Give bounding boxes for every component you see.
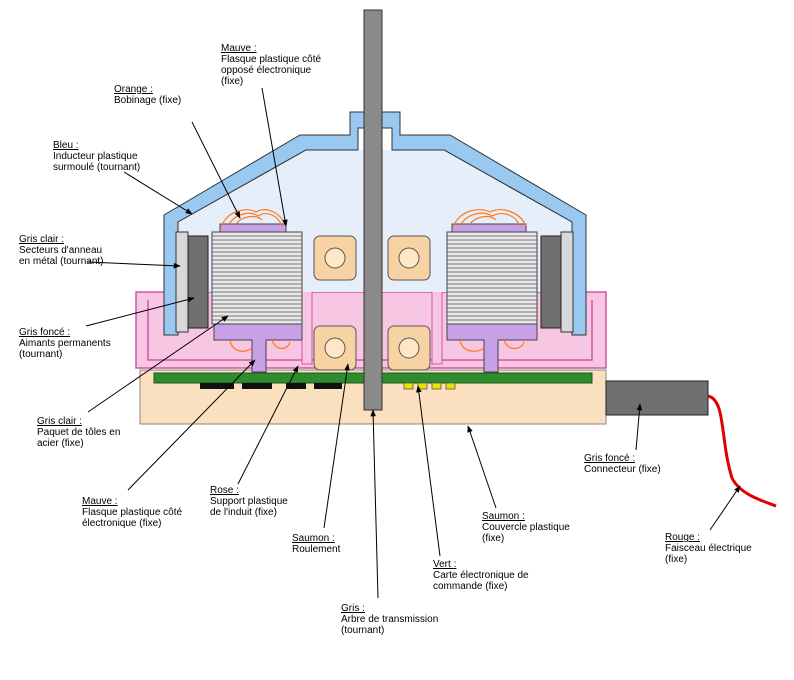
leader-orange — [191, 121, 241, 219]
light-gray-ring-left — [175, 231, 189, 333]
label-mauve-top: Mauve :Flasque plastique côté opposé éle… — [221, 43, 322, 87]
lamination-stack-left — [211, 231, 303, 325]
label-mauve-bottom: Mauve :Flasque plastique côté électroniq… — [82, 496, 183, 529]
leader-gris-fonce-conn — [635, 403, 643, 451]
label-rose: Rose :Support plastique de l'induit (fix… — [210, 485, 288, 518]
light-gray-ring-right — [560, 231, 574, 333]
orange-winding-bottom-right — [459, 339, 525, 352]
leader-rose — [237, 365, 299, 485]
label-gris-fonce-left: Gris foncé :Aimants permanents (tournant… — [19, 327, 111, 360]
mauve-flange-top-left — [219, 223, 287, 233]
leader-lines — [85, 87, 741, 599]
pcb-black-components — [200, 383, 342, 389]
leader-gris-arbre — [370, 409, 379, 599]
mauve-flange-bottom-right — [446, 323, 538, 373]
label-vert: Vert :Carte électronique de commande (fi… — [433, 559, 529, 592]
dark-gray-magnet-left — [187, 235, 209, 329]
label-saumon-roulement: Saumon :Roulement — [292, 533, 341, 555]
leader-gris-clair-top — [87, 261, 181, 269]
leader-bleu — [123, 171, 193, 215]
leader-saumon-roulement — [323, 363, 350, 529]
bearing-top-left — [313, 235, 357, 281]
label-saumon-couvercle: Saumon :Couvercle plastique (fixe) — [482, 511, 570, 544]
dark-gray-magnet-right — [540, 235, 562, 329]
leader-gris-clair-bottom — [87, 315, 229, 413]
label-gris-fonce-conn: Gris foncé :Connecteur (fixe) — [584, 453, 661, 475]
leader-mauve-top — [261, 87, 288, 227]
bearing-top-right — [387, 235, 431, 281]
leader-mauve-bottom — [127, 359, 256, 491]
bearing-bottom-left — [313, 325, 357, 371]
leader-vert — [416, 385, 441, 557]
label-gris-arbre: Gris :Arbre de transmission (tournant) — [341, 603, 439, 636]
gray-transmission-shaft — [363, 9, 383, 411]
label-bleu: Bleu :Inducteur plastique surmoulé (tour… — [53, 140, 141, 173]
label-orange: Orange :Bobinage (fixe) — [114, 84, 182, 106]
leader-gris-fonce — [85, 296, 195, 327]
orange-winding-bottom-left — [229, 339, 291, 352]
bearing-bottom-right — [387, 325, 431, 371]
mauve-flange-bottom-left — [213, 323, 303, 373]
red-wire-harness — [707, 394, 777, 508]
lamination-stack-right — [446, 231, 538, 325]
label-gris-clair-bottom: Gris clair :Paquet de tôles en acier (fi… — [37, 416, 121, 449]
leader-rouge — [709, 485, 741, 531]
label-gris-clair-top: Gris clair :Secteurs d'anneau en métal (… — [19, 234, 104, 267]
orange-winding-top-right — [453, 209, 527, 227]
leader-saumon-couvercle — [467, 425, 497, 509]
label-rouge: Rouge :Faisceau électrique (fixe) — [665, 532, 752, 565]
mauve-flange-top-right — [451, 223, 527, 233]
dark-gray-connector — [605, 380, 709, 416]
